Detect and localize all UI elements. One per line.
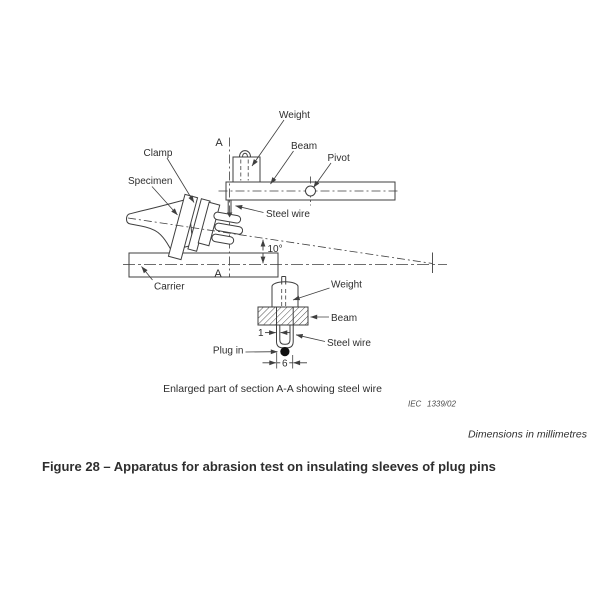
figure-caption: Figure 28 – Apparatus for abrasion test … — [42, 459, 496, 474]
detail-caption: Enlarged part of section A-A showing ste… — [163, 383, 382, 395]
carrier-bar — [128, 252, 279, 278]
section-label-a-bottom: A — [214, 268, 222, 280]
dim-loop-width — [262, 352, 307, 369]
detail-beam-section — [257, 306, 309, 326]
leader-beam — [270, 150, 294, 185]
label-detail-beam: Beam — [331, 313, 357, 324]
leader-clamp — [166, 157, 195, 203]
plug-pin-bottom — [211, 233, 235, 245]
steel-wire-tip — [226, 212, 233, 218]
leader-steel-wire — [235, 205, 264, 213]
detail-weight-cylinder — [271, 276, 299, 307]
section-label-a-top: A — [215, 137, 223, 149]
label-plug-in: Plug in — [213, 346, 244, 357]
label-pivot: Pivot — [328, 153, 350, 164]
leader-detail-weight — [292, 287, 330, 301]
drawing-reference-number: 1339/02 — [427, 400, 456, 409]
pivot-pin — [305, 185, 316, 197]
label-specimen: Specimen — [128, 176, 172, 187]
leader-pivot — [313, 162, 332, 188]
label-angle: 10° — [268, 244, 283, 255]
dim-label-loop-width: 6 — [282, 358, 288, 369]
leader-weight — [251, 119, 285, 167]
label-clamp: Clamp — [144, 148, 173, 159]
label-weight: Weight — [279, 110, 310, 121]
detail-steel-wire-loop-inner — [279, 325, 291, 345]
leader-carrier — [141, 266, 153, 281]
label-detail-steel-wire: Steel wire — [327, 338, 371, 349]
plug-pin-top — [213, 211, 242, 224]
plug-face-ring-outer — [197, 201, 221, 247]
weight-hook-inner — [242, 152, 248, 158]
plug-pin-middle — [214, 222, 244, 235]
drawing-reference: IEC 1339/02 — [408, 400, 456, 409]
label-steel-wire: Steel wire — [266, 209, 310, 220]
detail-plug-pin-dot — [280, 347, 290, 357]
label-detail-weight: Weight — [331, 280, 362, 291]
plug-axis-line — [127, 217, 433, 264]
leader-specimen — [151, 186, 178, 216]
leader-detail-steel-wire — [295, 333, 326, 342]
label-carrier: Carrier — [154, 282, 185, 293]
detail-wire-rod-top — [281, 276, 287, 285]
units-note: Dimensions in millimetres — [468, 429, 588, 441]
weight-hook-outer — [239, 150, 251, 158]
label-beam: Beam — [291, 141, 317, 152]
dim-label-wire-diameter: 1 — [258, 328, 264, 339]
drawing-reference-org: IEC — [408, 400, 422, 409]
